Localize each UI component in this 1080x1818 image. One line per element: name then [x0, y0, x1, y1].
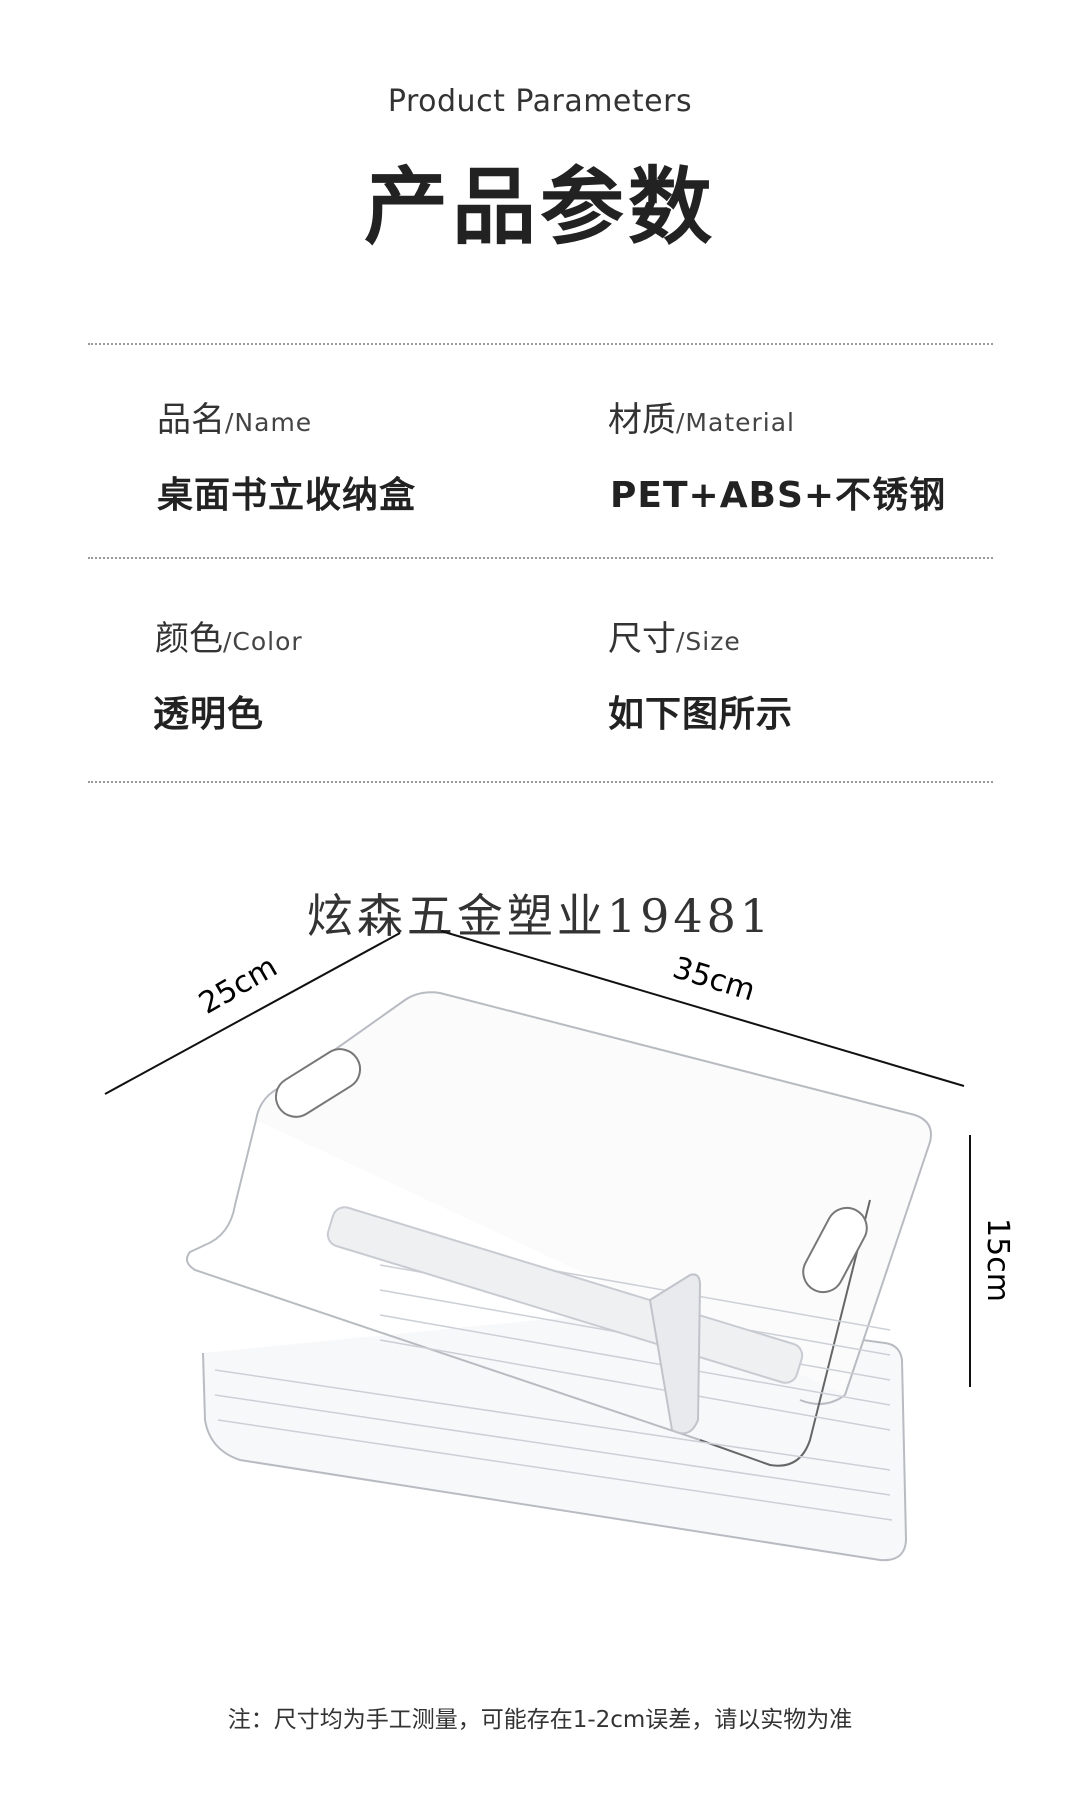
param-label-color: 颜色/Color [155, 611, 303, 660]
param-value-material: PET+ABS+不锈钢 [610, 475, 947, 516]
label-en: /Name [225, 408, 313, 437]
param-label-material: 材质/Material [608, 392, 795, 441]
height-label: 15cm [980, 1218, 1015, 1302]
label-cn: 颜色 [155, 619, 223, 659]
depth-dimension-line [104, 932, 401, 1095]
length-label: 35cm [669, 950, 759, 1008]
watermark: 炫森五金塑业19481 [306, 889, 774, 943]
label-cn: 品名 [157, 400, 225, 440]
subtitle-english: Product Parameters [387, 84, 693, 119]
length-dimension-line [440, 930, 965, 1087]
param-label-size: 尺寸/Size [608, 611, 741, 660]
label-en: /Size [676, 627, 741, 656]
dimension-lines [104, 930, 971, 1387]
param-value-color: 透明色 [153, 694, 265, 735]
label-cn: 材质 [608, 400, 676, 440]
label-en: /Color [223, 627, 303, 656]
label-cn: 尺寸 [608, 619, 676, 659]
measurement-note: 注：尺寸均为手工测量，可能存在1-2cm误差，请以实物为准 [227, 1707, 853, 1733]
param-value-name: 桌面书立收纳盒 [157, 475, 417, 516]
label-en: /Material [676, 408, 795, 437]
page-title: 产品参数 [363, 158, 716, 256]
divider [88, 343, 993, 345]
param-value-size: 如下图所示 [608, 694, 794, 735]
storage-box-icon [185, 991, 932, 1562]
divider [88, 781, 993, 783]
param-label-name: 品名/Name [157, 392, 312, 441]
depth-label: 25cm [193, 949, 283, 1021]
divider [88, 557, 993, 559]
